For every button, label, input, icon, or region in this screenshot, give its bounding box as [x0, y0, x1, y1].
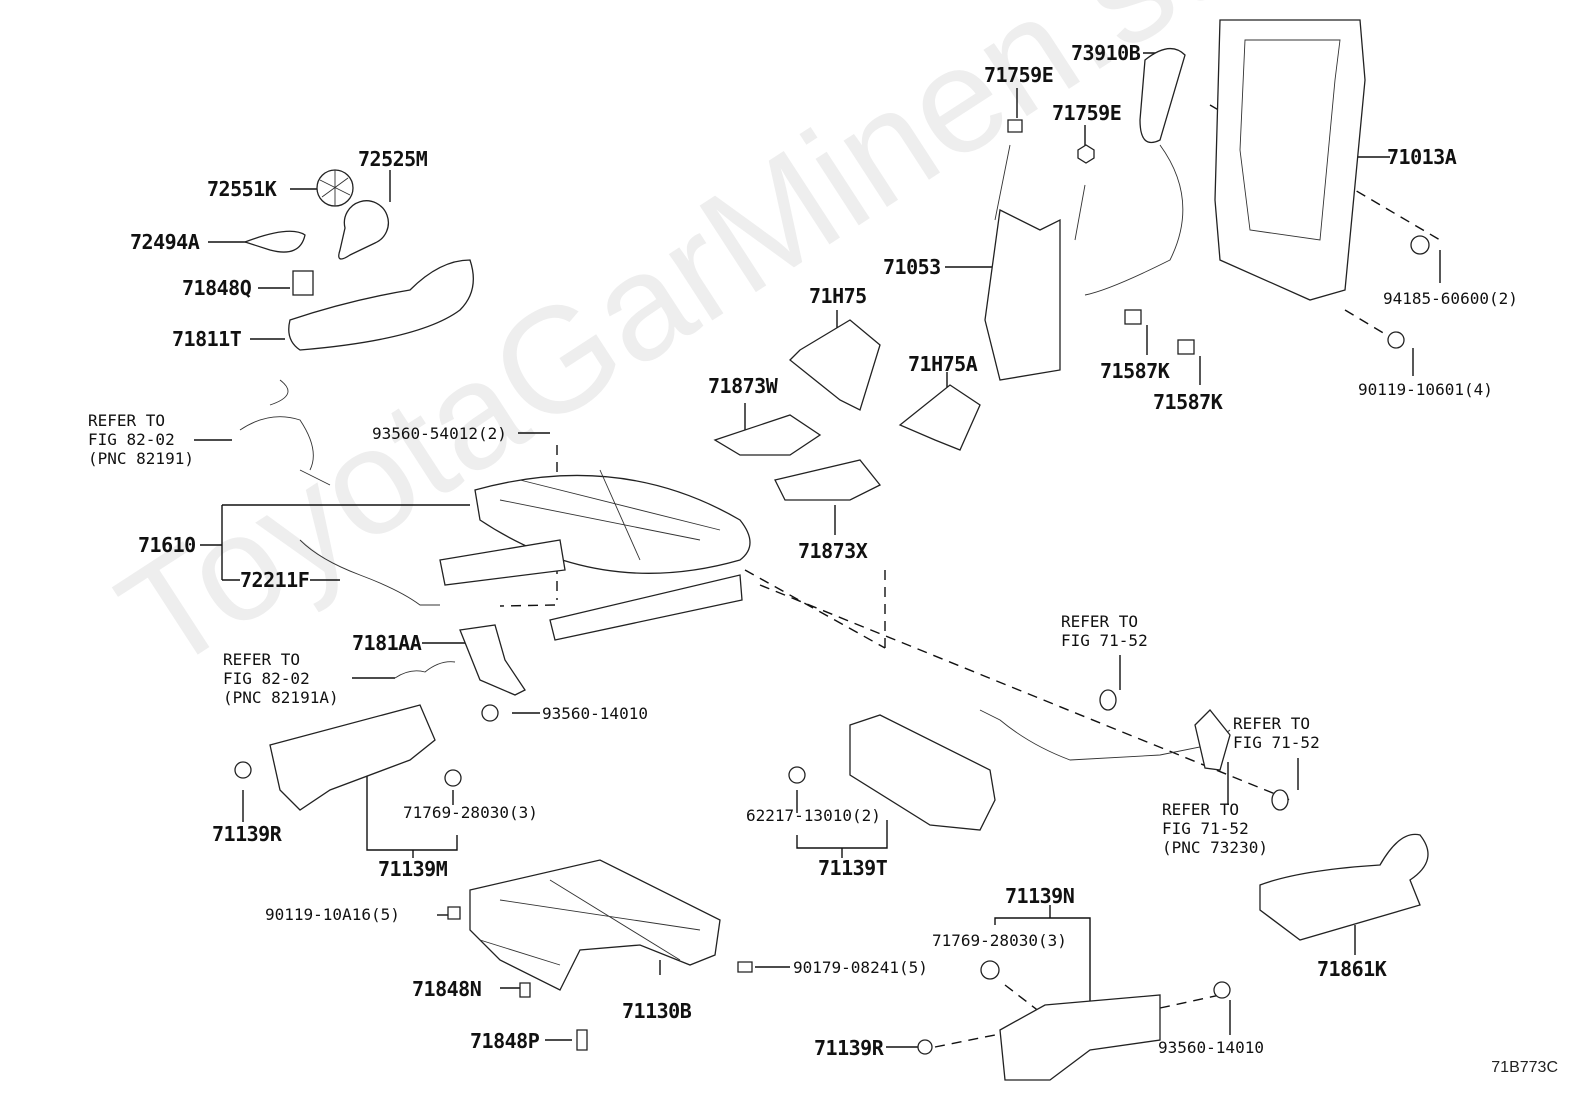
part-label-71848Q[interactable]: 71848Q: [182, 276, 252, 300]
part-label-71H75A[interactable]: 71H75A: [908, 352, 978, 376]
part-label-71873X[interactable]: 71873X: [798, 539, 868, 563]
part-label-90119-10A16[interactable]: 90119-10A16(5): [265, 905, 400, 924]
part-label-7181AA[interactable]: 7181AA: [352, 631, 422, 655]
part-label-93560-54012[interactable]: 93560-54012(2): [372, 424, 507, 443]
part-label-71H75[interactable]: 71H75: [809, 284, 867, 308]
part-label-93560-14010-a[interactable]: 93560-14010: [542, 704, 648, 723]
part-label-90179-08241[interactable]: 90179-08241(5): [793, 958, 928, 977]
part-label-71861K[interactable]: 71861K: [1317, 957, 1387, 981]
part-label-71769-28030-b[interactable]: 71769-28030(3): [932, 931, 1067, 950]
reference-fig-82-02-pnc-82191[interactable]: REFER TO FIG 82-02 (PNC 82191): [88, 411, 194, 468]
part-label-71013A[interactable]: 71013A: [1387, 145, 1457, 169]
part-label-71759E-top[interactable]: 71759E: [984, 63, 1054, 87]
part-label-93560-14010-b[interactable]: 93560-14010: [1158, 1038, 1264, 1057]
part-label-71873W[interactable]: 71873W: [708, 374, 778, 398]
part-label-71139R-b[interactable]: 71139R: [814, 1036, 884, 1060]
part-label-62217-13010[interactable]: 62217-13010(2): [746, 806, 881, 825]
part-label-71848P[interactable]: 71848P: [470, 1029, 540, 1053]
part-label-71053[interactable]: 71053: [883, 255, 941, 279]
part-label-90119-10601[interactable]: 90119-10601(4): [1358, 380, 1493, 399]
part-label-72494A[interactable]: 72494A: [130, 230, 200, 254]
part-label-71610[interactable]: 71610: [138, 533, 196, 557]
part-label-71139T[interactable]: 71139T: [818, 856, 888, 880]
part-label-72551K[interactable]: 72551K: [207, 177, 277, 201]
part-label-71587K-a[interactable]: 71587K: [1100, 359, 1170, 383]
part-label-71139R-a[interactable]: 71139R: [212, 822, 282, 846]
part-label-72211F[interactable]: 72211F: [240, 568, 310, 592]
part-label-71139M[interactable]: 71139M: [378, 857, 448, 881]
part-label-71139N[interactable]: 71139N: [1005, 884, 1075, 908]
part-label-71848N[interactable]: 71848N: [412, 977, 482, 1001]
part-label-71587K-b[interactable]: 71587K: [1153, 390, 1223, 414]
reference-fig-82-02-pnc-82191A[interactable]: REFER TO FIG 82-02 (PNC 82191A): [223, 650, 339, 707]
part-label-73910B[interactable]: 73910B: [1071, 41, 1141, 65]
figure-code: 71B773C: [1491, 1059, 1558, 1076]
reference-fig-71-52-top[interactable]: REFER TO FIG 71-52: [1061, 612, 1148, 650]
part-label-71759E-second[interactable]: 71759E: [1052, 101, 1122, 125]
part-label-72525M[interactable]: 72525M: [358, 147, 428, 171]
reference-fig-71-52-right[interactable]: REFER TO FIG 71-52: [1233, 714, 1320, 752]
part-shapes: [234, 19, 1430, 1081]
reference-fig-71-52-pnc-73230[interactable]: REFER TO FIG 71-52 (PNC 73230): [1162, 800, 1268, 857]
part-label-71811T[interactable]: 71811T: [172, 327, 242, 351]
part-label-94185-60600[interactable]: 94185-60600(2): [1383, 289, 1518, 308]
part-label-71130B[interactable]: 71130B: [622, 999, 692, 1023]
part-label-71769-28030-a[interactable]: 71769-28030(3): [403, 803, 538, 822]
